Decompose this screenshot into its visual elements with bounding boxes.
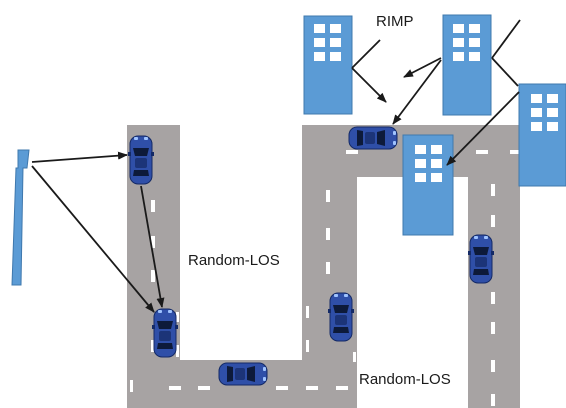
lane-markings — [130, 150, 520, 406]
random-los-label-middle: Random-LOS — [188, 252, 280, 269]
random-los-link — [140, 185, 165, 308]
building-icon — [402, 134, 454, 236]
base-station-tower-icon — [11, 149, 30, 286]
car-icon — [127, 135, 155, 185]
car-icon — [218, 362, 268, 386]
rimp-path — [446, 91, 520, 166]
rimp-path — [351, 39, 381, 69]
building-icon — [442, 14, 492, 116]
rimp-label: RIMP — [376, 13, 414, 30]
rimp-path — [351, 67, 387, 103]
car-icon — [467, 234, 495, 284]
los-link-tower-to-car — [31, 165, 155, 313]
car-icon — [348, 126, 398, 150]
car-icon — [327, 292, 355, 342]
rimp-path — [392, 59, 442, 125]
rimp-path — [403, 57, 442, 78]
los-link-tower-to-car — [31, 151, 128, 163]
building-icon — [303, 15, 353, 115]
building-icon — [518, 83, 566, 187]
rimp-path — [491, 19, 521, 59]
rimp-path — [491, 57, 519, 87]
car-icon — [151, 308, 179, 358]
random-los-label-bottom: Random-LOS — [359, 371, 451, 388]
road-network — [127, 125, 520, 408]
propagation-links — [31, 19, 521, 313]
